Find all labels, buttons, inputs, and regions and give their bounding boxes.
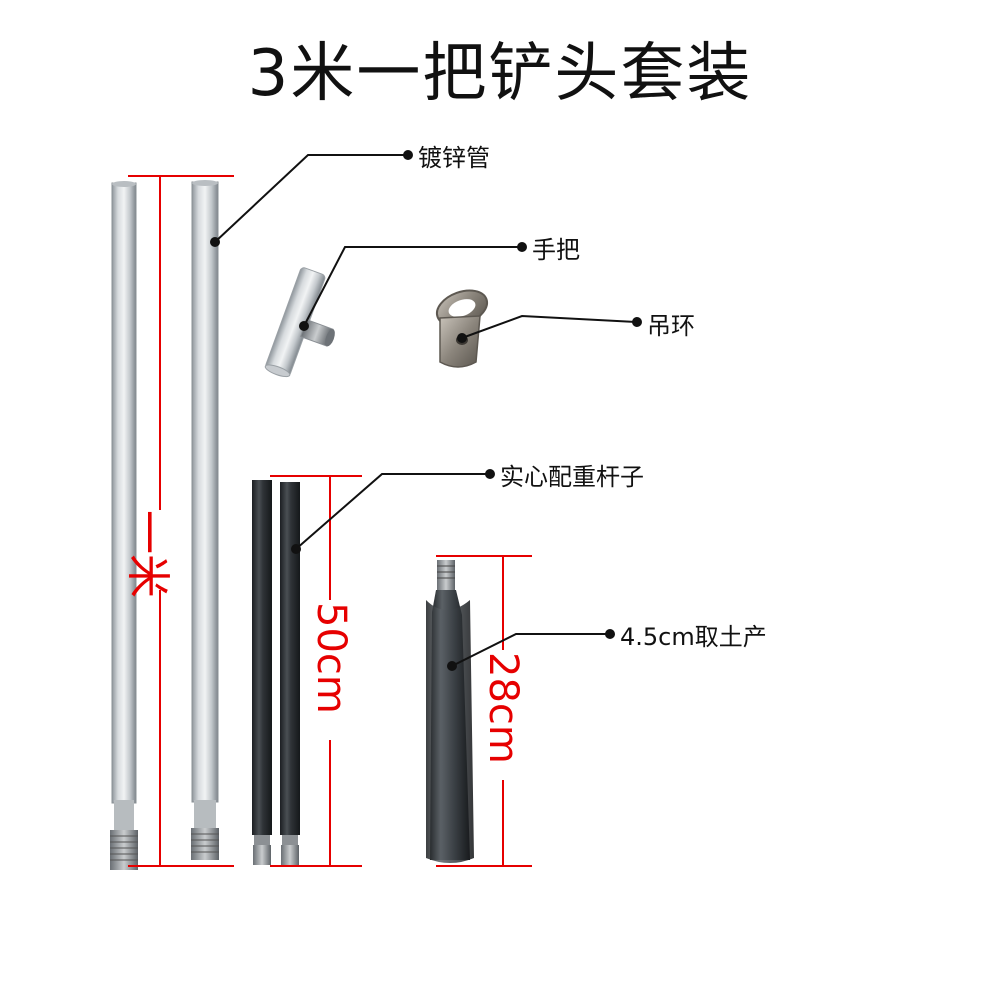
dimension-label-pipe: 一米 <box>122 510 173 598</box>
dimension-rod-length <box>270 475 362 867</box>
handle-part <box>264 267 335 378</box>
label-handle: 手把 <box>532 236 580 264</box>
solid-weight-rod-right <box>280 482 300 865</box>
label-lifting-ring: 吊环 <box>647 312 695 340</box>
dimension-pipe-length <box>128 175 234 867</box>
label-solid-weight-rod: 实心配重杆子 <box>500 463 644 491</box>
dimension-label-rod: 50cm <box>308 602 354 714</box>
galvanized-pipe-left <box>110 181 138 870</box>
dimension-head-length <box>436 555 532 867</box>
page-title: 3米一把铲头套装 <box>247 37 753 111</box>
lifting-ring-part <box>435 289 489 368</box>
label-shovel-head: 4.5cm取土产 <box>620 623 767 651</box>
leader-lines <box>214 154 638 667</box>
shovel-head-part <box>426 560 474 863</box>
dimension-label-head: 28cm <box>480 652 526 764</box>
label-galvanized-pipe: 镀锌管 <box>418 144 490 172</box>
solid-weight-rod-left <box>252 480 272 865</box>
leader-dots <box>210 150 642 671</box>
galvanized-pipe-right <box>191 180 219 860</box>
